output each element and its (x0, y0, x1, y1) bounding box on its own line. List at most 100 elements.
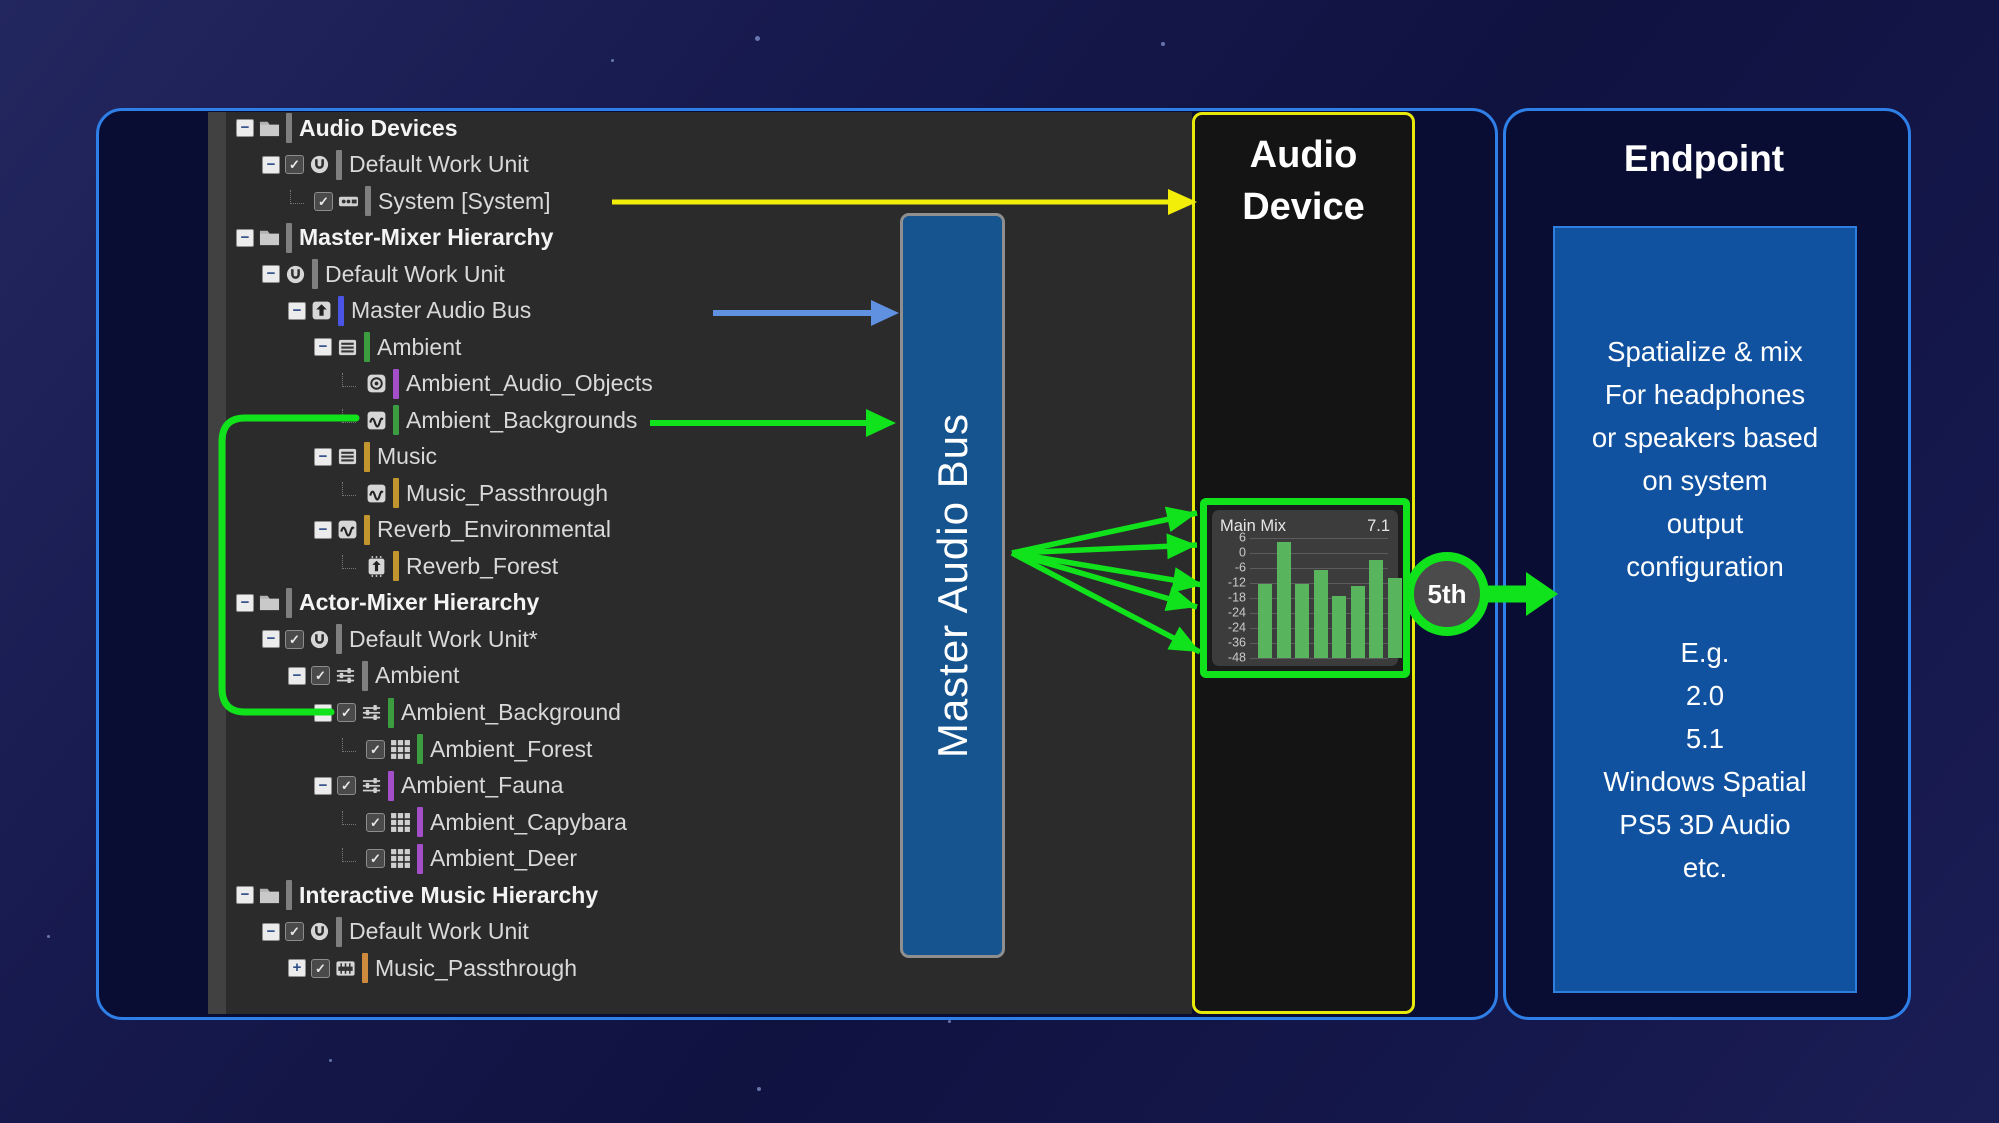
meter-channel-config: 7.1 (1367, 516, 1390, 535)
tree-row[interactable]: Ambient_Backgrounds (224, 402, 653, 439)
collapse-icon[interactable]: − (314, 447, 332, 466)
collapse-icon[interactable]: − (262, 922, 280, 941)
row-checkbox[interactable]: ✓ (366, 849, 385, 869)
tree-row[interactable]: −✓ Ambient_Fauna (224, 767, 653, 804)
tree-row[interactable]: ✓System [System] (224, 183, 653, 220)
row-color-bar (362, 660, 368, 691)
row-label: Default Work Unit (349, 918, 529, 945)
row-color-bar (286, 113, 292, 144)
tree-row[interactable]: − Ambient (224, 329, 653, 366)
row-checkbox[interactable]: ✓ (311, 958, 330, 978)
collapse-icon[interactable]: − (262, 155, 280, 174)
tree-row[interactable]: − Music (224, 439, 653, 476)
row-color-bar (393, 368, 399, 399)
row-checkbox[interactable]: ✓ (285, 155, 304, 175)
meter-tick-label: -24 (1227, 620, 1246, 635)
meter-bar (1387, 577, 1402, 658)
endpoint-text-line: E.g. (1680, 637, 1730, 668)
collapse-icon[interactable]: − (314, 520, 332, 539)
meter-bar (1350, 586, 1365, 658)
tree-elbow-line (342, 482, 356, 497)
tree-row[interactable]: −Master Audio Bus (224, 293, 653, 330)
collapse-icon[interactable]: − (314, 703, 332, 722)
tree-row[interactable]: Ambient_Audio_Objects (224, 366, 653, 403)
meter-tick-label: -18 (1227, 590, 1246, 605)
collapse-icon[interactable]: − (314, 338, 332, 357)
row-label: Ambient_Background (401, 699, 621, 725)
row-checkbox[interactable]: ✓ (311, 666, 330, 686)
collapse-icon[interactable]: − (314, 776, 332, 795)
collapse-icon[interactable]: − (236, 593, 254, 612)
row-checkbox[interactable]: ✓ (337, 703, 356, 722)
collapse-icon[interactable]: − (288, 666, 306, 685)
audio-object-icon (366, 373, 387, 394)
tree-row[interactable]: − Reverb_Environmental (224, 512, 653, 549)
tree-row[interactable]: Reverb_Forest (224, 548, 653, 585)
tree-row[interactable]: + ✓ Music_Passthrough (224, 950, 653, 987)
tree-elbow-line (342, 847, 356, 862)
row-checkbox[interactable]: ✓ (366, 812, 385, 832)
tree-row[interactable]: −✓Ambient (224, 658, 653, 695)
collapse-icon[interactable]: − (262, 630, 280, 649)
row-color-bar (286, 880, 292, 911)
row-color-bar (336, 149, 342, 180)
row-checkbox[interactable]: ✓ (285, 922, 304, 942)
tree-row[interactable]: − Actor-Mixer Hierarchy (224, 585, 653, 622)
row-color-bar (362, 953, 368, 984)
collapse-icon[interactable]: − (236, 886, 254, 905)
row-color-bar (286, 587, 292, 618)
row-color-bar (388, 697, 394, 728)
row-label: Music_Passthrough (406, 479, 608, 506)
row-checkbox[interactable]: ✓ (314, 191, 333, 211)
audio-device-title: Audio Device (1242, 134, 1365, 229)
collapse-icon[interactable]: − (236, 228, 254, 247)
endpoint-text-line: PS5 3D Audio (1619, 809, 1791, 840)
row-checkbox[interactable]: ✓ (337, 776, 356, 796)
collapse-icon[interactable]: − (236, 119, 254, 138)
tree-row[interactable]: −✓ Default Work Unit (224, 913, 653, 950)
row-label: Reverb_Environmental (377, 516, 611, 543)
row-color-bar (336, 916, 342, 947)
row-color-bar (365, 186, 371, 217)
tree-row[interactable]: −✓ Ambient_Background (224, 694, 653, 731)
tree-row[interactable]: ✓Ambient_Capybara (224, 804, 653, 841)
tree-row[interactable]: ✓Ambient_Forest (224, 731, 653, 768)
row-checkbox[interactable]: ✓ (366, 739, 385, 759)
tree-row[interactable]: −Default Work Unit (224, 256, 653, 293)
row-label: Ambient_Backgrounds (406, 406, 638, 433)
tree-row[interactable]: −✓Default Work Unit* (224, 621, 653, 658)
waveform-icon (337, 519, 358, 540)
meter-bar (1332, 595, 1346, 658)
tree-row[interactable]: −Interactive Music Hierarchy (224, 877, 653, 914)
row-label: Music_Passthrough (375, 954, 577, 981)
meter-tick-label: -24 (1227, 605, 1246, 620)
row-color-bar (417, 734, 423, 765)
tree-row[interactable]: ✓Ambient_Deer (224, 840, 653, 877)
row-color-bar (393, 478, 399, 509)
row-label: Music (377, 443, 438, 470)
meter-tick-label: -6 (1234, 560, 1246, 575)
fifth-step-badge: 5th (1405, 552, 1489, 636)
collapse-icon[interactable]: − (288, 301, 306, 320)
expand-icon[interactable]: + (288, 959, 306, 978)
row-label: Actor-Mixer Hierarchy (299, 589, 540, 616)
folder-icon (259, 885, 280, 906)
collapse-icon[interactable]: − (262, 265, 280, 284)
tree-elbow-line (342, 555, 356, 570)
row-label: Master-Mixer Hierarchy (299, 224, 554, 251)
meter-gridline (1250, 658, 1388, 659)
row-label: Ambient (377, 333, 462, 360)
row-label: Ambient_Fauna (401, 772, 564, 799)
meter-tick-label: -12 (1227, 575, 1246, 590)
tree-row[interactable]: −Audio Devices (224, 110, 653, 147)
row-color-bar (338, 295, 344, 326)
work-unit-icon (309, 921, 330, 942)
meter-bar (1313, 570, 1328, 658)
tree-row[interactable]: −✓Default Work Unit (224, 147, 653, 184)
row-checkbox[interactable]: ✓ (285, 629, 304, 649)
meter-bar (1369, 559, 1383, 658)
endpoint-text-line: on system (1642, 465, 1768, 496)
tree-row[interactable]: − Master-Mixer Hierarchy (224, 220, 653, 257)
row-color-bar (336, 624, 342, 655)
tree-row[interactable]: Music_Passthrough (224, 475, 653, 512)
